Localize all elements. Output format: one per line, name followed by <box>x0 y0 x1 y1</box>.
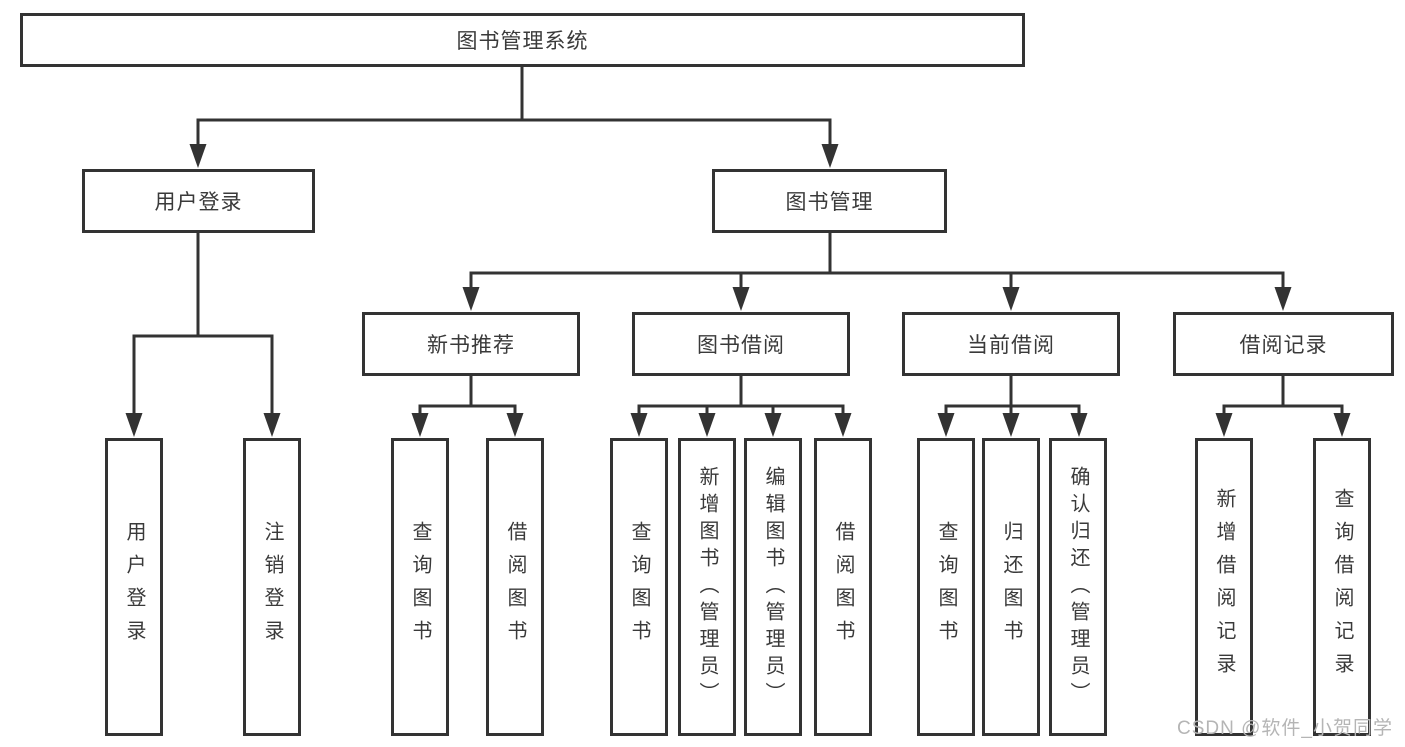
leaf-query-books-3-label: 查询图书 <box>935 521 957 653</box>
leaf-edit-book-admin: 编辑图书（管理员） <box>744 438 802 736</box>
arrowhead <box>698 413 716 437</box>
connector-user-login <box>132 233 274 416</box>
watermark: CSDN @软件_小贺同学 <box>1177 718 1393 739</box>
arrowhead <box>1215 413 1233 437</box>
connector-borrow-records <box>1222 376 1344 416</box>
leaf-return-book-label: 归还图书 <box>1000 521 1022 653</box>
arrowhead <box>764 413 782 437</box>
leaf-query-borrow-record: 查询借阅记录 <box>1313 438 1371 736</box>
node-root-label: 图书管理系统 <box>456 30 589 53</box>
node-book-management: 图书管理 <box>712 169 947 233</box>
arrowhead <box>937 413 955 437</box>
connector-book-management <box>469 233 1285 290</box>
leaf-query-books-2: 查询图书 <box>610 438 668 736</box>
arrowhead <box>411 413 429 437</box>
arrowhead <box>1070 413 1088 437</box>
leaf-confirm-return-admin: 确认归还（管理员） <box>1049 438 1107 736</box>
node-current-borrow: 当前借阅 <box>902 312 1120 376</box>
arrowhead <box>1333 413 1351 437</box>
arrowhead <box>821 144 839 168</box>
arrowhead <box>1002 287 1020 311</box>
node-borrow-records: 借阅记录 <box>1173 312 1394 376</box>
leaf-borrow-books-1: 借阅图书 <box>486 438 544 736</box>
leaf-add-book-admin: 新增图书（管理员） <box>678 438 736 736</box>
arrowhead <box>1002 413 1020 437</box>
arrowhead <box>630 413 648 437</box>
leaf-logout-label: 注销登录 <box>261 521 283 653</box>
node-borrow-records-label: 借阅记录 <box>1239 334 1328 357</box>
node-book-management-label: 图书管理 <box>785 191 874 214</box>
leaf-query-borrow-record-label: 查询借阅记录 <box>1331 488 1353 686</box>
node-new-book-recommend-label: 新书推荐 <box>427 334 515 357</box>
node-new-book-recommend: 新书推荐 <box>362 312 580 376</box>
arrowhead <box>506 413 524 437</box>
leaf-borrow-books-1-label: 借阅图书 <box>504 521 526 653</box>
connector-root <box>196 67 832 146</box>
leaf-logout: 注销登录 <box>243 438 301 736</box>
node-current-borrow-label: 当前借阅 <box>967 334 1055 357</box>
leaf-borrow-books-2-label: 借阅图书 <box>832 521 854 653</box>
leaf-query-books-1: 查询图书 <box>391 438 449 736</box>
leaf-query-books-3: 查询图书 <box>917 438 975 736</box>
node-user-login-label: 用户登录 <box>154 191 243 214</box>
leaf-edit-book-admin-label: 编辑图书（管理员） <box>762 465 784 709</box>
connector-new-book-recommend <box>418 376 517 416</box>
leaf-confirm-return-admin-label: 确认归还（管理员） <box>1067 465 1089 709</box>
arrowhead <box>732 287 750 311</box>
arrowhead <box>263 413 281 437</box>
leaf-user-login-label: 用户登录 <box>123 521 145 653</box>
leaf-query-books-1-label: 查询图书 <box>409 521 431 653</box>
leaf-return-book: 归还图书 <box>982 438 1040 736</box>
node-book-borrow: 图书借阅 <box>632 312 850 376</box>
leaf-add-borrow-record-label: 新增借阅记录 <box>1213 488 1235 686</box>
leaf-borrow-books-2: 借阅图书 <box>814 438 872 736</box>
connector-current-borrow <box>944 376 1081 416</box>
leaf-add-borrow-record: 新增借阅记录 <box>1195 438 1253 736</box>
arrowhead <box>125 413 143 437</box>
arrowhead <box>1274 287 1292 311</box>
leaf-user-login: 用户登录 <box>105 438 163 736</box>
node-book-borrow-label: 图书借阅 <box>697 334 785 357</box>
node-root: 图书管理系统 <box>20 13 1025 67</box>
connector-book-borrow <box>637 376 845 416</box>
leaf-add-book-admin-label: 新增图书（管理员） <box>696 465 718 709</box>
arrowhead <box>189 144 207 168</box>
arrowhead <box>462 287 480 311</box>
leaf-query-books-2-label: 查询图书 <box>628 521 650 653</box>
arrowhead <box>834 413 852 437</box>
node-user-login: 用户登录 <box>82 169 315 233</box>
